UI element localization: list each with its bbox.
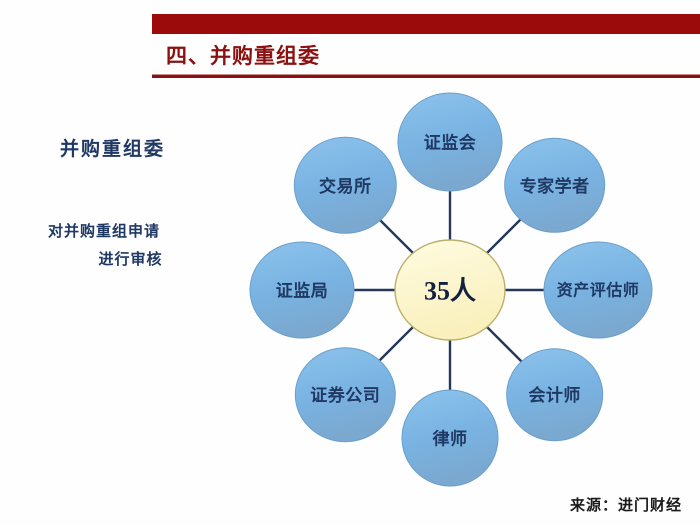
diagram-node-bottom: 律师 bbox=[401, 389, 499, 487]
node-circle bbox=[401, 389, 499, 487]
node-label: 资产评估师 bbox=[557, 281, 640, 300]
diagram-node-top: 证监会 bbox=[397, 92, 503, 192]
committee-composition-diagram: 证监会专家学者资产评估师会计师律师 证券公司 证监局 交易所 35人 bbox=[220, 90, 680, 490]
node-label: 证监局 bbox=[276, 281, 329, 301]
left-panel-description: 对并购重组申请 进行审核 bbox=[48, 218, 213, 274]
header-accent-bar bbox=[152, 14, 700, 34]
node-circle bbox=[506, 348, 604, 442]
node-label: 律师 bbox=[432, 429, 468, 449]
node-circle bbox=[249, 241, 355, 339]
node-circle bbox=[294, 347, 396, 443]
diagram-node-bottom-left: 证券公司 bbox=[294, 347, 396, 443]
diagram-node-left: 证监局 bbox=[249, 241, 355, 339]
diagram-node-top-right: 专家学者 bbox=[504, 137, 606, 233]
center-node-label: 35人 bbox=[424, 277, 476, 306]
diagram-node-right: 资产评估师 bbox=[543, 241, 653, 339]
diagram-node-top-left: 交易所 bbox=[293, 136, 397, 234]
node-label: 证券公司 bbox=[310, 385, 380, 405]
header-divider bbox=[152, 74, 700, 78]
diagram-center-node: 35人 bbox=[394, 239, 506, 341]
left-panel-description-line1: 对并购重组申请 bbox=[48, 224, 161, 240]
connector-line bbox=[486, 218, 522, 254]
diagram-node-bottom-right: 会计师 bbox=[506, 348, 604, 442]
left-panel-description-line2: 进行审核 bbox=[98, 252, 163, 268]
node-circle bbox=[293, 136, 397, 234]
node-label: 专家学者 bbox=[520, 176, 590, 196]
page-title: 四、并购重组委 bbox=[166, 44, 320, 68]
source-attribution: 来源：进门财经 bbox=[569, 497, 682, 514]
node-circle bbox=[543, 241, 653, 339]
diagram-connectors bbox=[354, 191, 544, 390]
connector-line bbox=[378, 326, 414, 362]
left-panel-heading: 并购重组委 bbox=[60, 139, 166, 160]
node-circle bbox=[397, 92, 503, 192]
node-label: 会计师 bbox=[528, 385, 581, 405]
node-circle bbox=[504, 137, 606, 233]
connector-line bbox=[379, 219, 414, 254]
node-label: 证监会 bbox=[424, 133, 477, 153]
connector-line bbox=[486, 326, 523, 363]
node-label: 交易所 bbox=[319, 176, 372, 196]
